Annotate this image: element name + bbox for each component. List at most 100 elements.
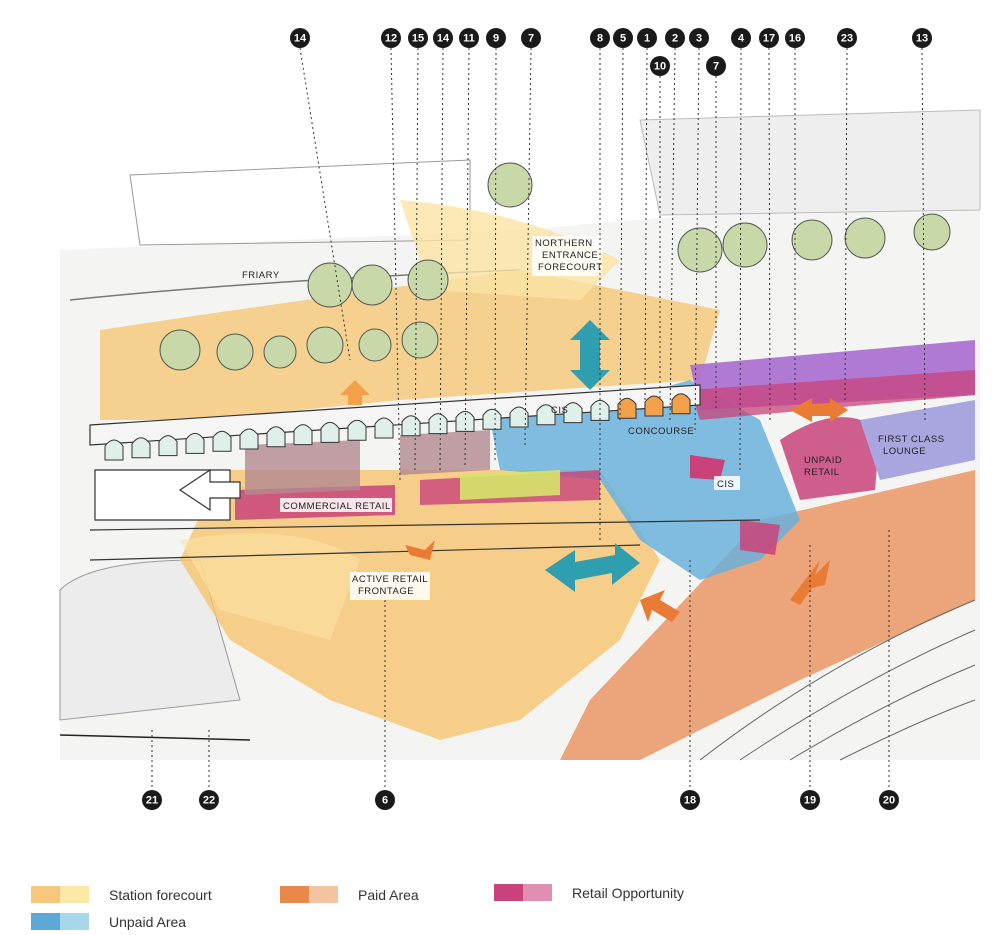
- area-labels: FRIARY NORTHERN ENTRANCE FORECOURT CIS C…: [242, 236, 945, 600]
- svg-text:ACTIVE RETAIL: ACTIVE RETAIL: [352, 574, 428, 585]
- label-friary: FRIARY: [242, 270, 280, 281]
- svg-text:ENTRANCE: ENTRANCE: [542, 250, 598, 261]
- svg-text:23: 23: [841, 33, 853, 45]
- marker-7: 7: [706, 56, 726, 76]
- svg-text:NORTHERN: NORTHERN: [535, 238, 593, 249]
- tree: [216, 333, 254, 371]
- svg-text:FRONTAGE: FRONTAGE: [358, 586, 414, 597]
- tree: [159, 329, 201, 371]
- tree: [263, 335, 297, 369]
- marker-23: 23: [837, 28, 857, 48]
- label-commercial-retail: COMMERCIAL RETAIL: [283, 501, 391, 512]
- svg-text:14: 14: [437, 33, 450, 45]
- svg-text:20: 20: [883, 795, 895, 807]
- svg-text:14: 14: [294, 33, 307, 45]
- svg-text:9: 9: [493, 33, 499, 45]
- legend-swatch-a: [280, 886, 309, 903]
- tree: [791, 219, 833, 261]
- svg-text:RETAIL: RETAIL: [804, 467, 840, 478]
- svg-text:3: 3: [696, 33, 702, 45]
- marker-10: 10: [650, 56, 670, 76]
- svg-text:17: 17: [763, 33, 775, 45]
- marker-16: 16: [785, 28, 805, 48]
- svg-text:FIRST CLASS: FIRST CLASS: [878, 434, 945, 445]
- marker-15: 15: [408, 28, 428, 48]
- circulation-arrows: [178, 320, 848, 622]
- tree: [407, 259, 449, 301]
- marker-17: 17: [759, 28, 779, 48]
- marker-13: 13: [912, 28, 932, 48]
- forecourt-exit-arrow: [178, 468, 241, 512]
- tree: [351, 264, 393, 306]
- marker-6: 6: [375, 790, 395, 810]
- forecourt-small-arrow: [340, 380, 370, 405]
- marker-8: 8: [590, 28, 610, 48]
- legend-label: Unpaid Area: [109, 913, 187, 930]
- tree: [358, 328, 392, 362]
- svg-text:16: 16: [789, 33, 801, 45]
- legend-swatch-a: [494, 884, 523, 901]
- tree: [677, 227, 723, 273]
- tree: [913, 213, 951, 251]
- svg-text:7: 7: [528, 33, 534, 45]
- legend-swatch-b: [60, 886, 89, 903]
- svg-text:LOUNGE: LOUNGE: [883, 446, 926, 457]
- tree: [307, 262, 353, 308]
- svg-text:FORECOURT: FORECOURT: [538, 262, 603, 273]
- legend-swatch-b: [309, 886, 338, 903]
- legend-label: Paid Area: [358, 886, 419, 903]
- legend-swatch-b: [60, 913, 89, 930]
- paid-area: [560, 470, 976, 761]
- legend-label: Retail Opportunity: [572, 884, 685, 901]
- marker-14: 14: [290, 28, 310, 48]
- trees: [159, 162, 951, 371]
- svg-text:2: 2: [672, 33, 678, 45]
- marker-12: 12: [381, 28, 401, 48]
- svg-text:19: 19: [804, 795, 816, 807]
- marker-4: 4: [731, 28, 751, 48]
- svg-text:7: 7: [713, 61, 719, 73]
- north-south-arrow: [570, 320, 610, 390]
- tree: [401, 321, 439, 359]
- marker-7: 7: [521, 28, 541, 48]
- retail-small-arrow: [405, 540, 435, 560]
- svg-text:5: 5: [620, 33, 626, 45]
- svg-text:UNPAID: UNPAID: [804, 455, 842, 466]
- svg-text:4: 4: [738, 33, 745, 45]
- svg-text:21: 21: [146, 795, 158, 807]
- legend-item-retail-opportunity: Retail Opportunity: [494, 884, 684, 901]
- label-cis-mid: CIS: [717, 479, 734, 490]
- marker-18: 18: [680, 790, 700, 810]
- legend-item-station-forecourt: Station forecourt: [31, 886, 212, 903]
- svg-text:13: 13: [916, 33, 928, 45]
- marker-9: 9: [486, 28, 506, 48]
- legend-label: Station forecourt: [109, 886, 212, 903]
- legend-swatch-a: [31, 913, 60, 930]
- legend-swatch-b: [523, 884, 552, 901]
- legend: Station forecourt Unpaid Area Paid Area …: [0, 870, 1000, 935]
- svg-text:1: 1: [644, 33, 650, 45]
- svg-text:18: 18: [684, 795, 696, 807]
- svg-text:12: 12: [385, 33, 397, 45]
- svg-text:8: 8: [597, 33, 603, 45]
- platform-arrow: [790, 398, 848, 422]
- paid-arrow-1: [640, 590, 680, 622]
- marker-14: 14: [433, 28, 453, 48]
- marker-2: 2: [665, 28, 685, 48]
- marker-3: 3: [689, 28, 709, 48]
- svg-text:15: 15: [412, 33, 424, 45]
- tree: [487, 162, 533, 208]
- paid-arrow-2: [790, 560, 830, 605]
- unpaid-area: [490, 380, 800, 580]
- marker-1: 1: [637, 28, 657, 48]
- retail-opportunity-areas: [235, 340, 975, 555]
- legend-item-unpaid-area: Unpaid Area: [31, 913, 186, 930]
- marker-22: 22: [199, 790, 219, 810]
- concourse-arrow: [545, 543, 640, 592]
- legend-item-paid-area: Paid Area: [280, 886, 419, 903]
- marker-19: 19: [800, 790, 820, 810]
- svg-text:11: 11: [463, 33, 475, 45]
- svg-text:6: 6: [382, 795, 388, 807]
